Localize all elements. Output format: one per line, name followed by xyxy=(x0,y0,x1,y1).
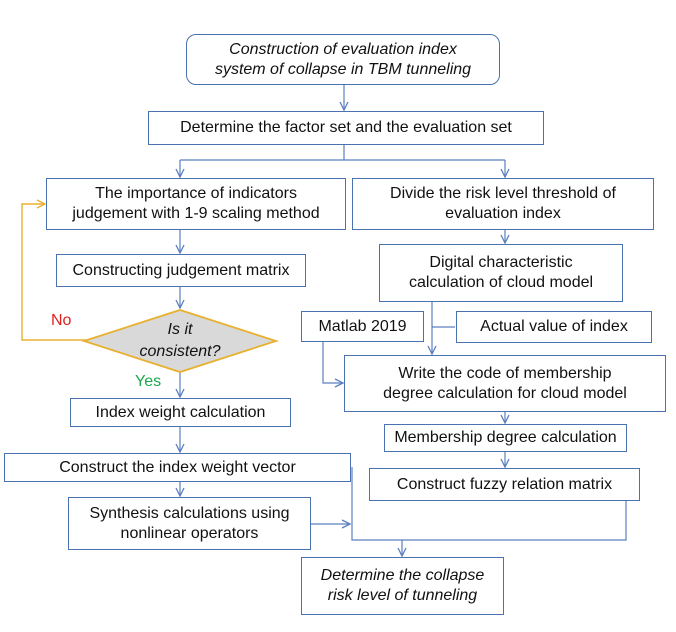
node-write-code-text: Write the code of membership degree calc… xyxy=(383,364,627,402)
node-fuzzy-matrix-text: Construct fuzzy relation matrix xyxy=(396,475,613,493)
node-actual-value: Actual value of index xyxy=(456,311,652,343)
decision-text: Is it consistent? xyxy=(139,321,221,361)
node-synthesis-text: Synthesis calculations using nonlinear o… xyxy=(89,504,290,542)
node-divide-risk: Divide the risk level threshold of evalu… xyxy=(352,178,654,230)
arrow-vector-to-merge xyxy=(351,467,627,541)
node-determine-risk-text: Determine the collapse risk level of tun… xyxy=(320,567,485,604)
no-label: No xyxy=(51,312,72,329)
node-construction-text: Construction of evaluation index system … xyxy=(214,40,472,78)
node-construction: Construction of evaluation index system … xyxy=(186,34,500,85)
arrow-matlab-to-write xyxy=(322,342,343,383)
node-membership-text: Membership degree calculation xyxy=(394,429,617,446)
yes-label: Yes xyxy=(135,373,162,390)
node-digital-char-text: Digital characteristic calculation of cl… xyxy=(408,254,594,291)
node-write-code: Write the code of membership degree calc… xyxy=(344,355,666,412)
node-synthesis: Synthesis calculations using nonlinear o… xyxy=(68,497,311,550)
node-determine-risk: Determine the collapse risk level of tun… xyxy=(301,557,504,615)
node-importance: The importance of indicators judgement w… xyxy=(46,178,346,230)
node-weight-vector: Construct the index weight vector xyxy=(4,453,351,482)
node-fuzzy-matrix: Construct fuzzy relation matrix xyxy=(369,468,640,501)
node-matlab-text: Matlab 2019 xyxy=(318,317,407,335)
arrow-factor-set-split xyxy=(180,145,505,161)
node-matlab: Matlab 2019 xyxy=(301,311,424,342)
node-judgement-matrix: Constructing judgement matrix xyxy=(56,254,306,287)
node-index-weight: Index weight calculation xyxy=(70,398,291,427)
node-factor-set: Determine the factor set and the evaluat… xyxy=(148,111,544,145)
decision-diamond xyxy=(81,309,279,373)
node-membership: Membership degree calculation xyxy=(384,424,627,452)
node-divide-risk-text: Divide the risk level threshold of evalu… xyxy=(390,185,616,222)
node-factor-set-text: Determine the factor set and the evaluat… xyxy=(180,119,512,136)
node-digital-char: Digital characteristic calculation of cl… xyxy=(379,244,623,302)
node-judgement-matrix-text: Constructing judgement matrix xyxy=(72,261,290,279)
node-actual-value-text: Actual value of index xyxy=(480,318,628,335)
node-importance-text: The importance of indicators judgement w… xyxy=(72,185,320,222)
node-weight-vector-text: Construct the index weight vector xyxy=(59,458,296,476)
node-index-weight-text: Index weight calculation xyxy=(95,403,266,421)
